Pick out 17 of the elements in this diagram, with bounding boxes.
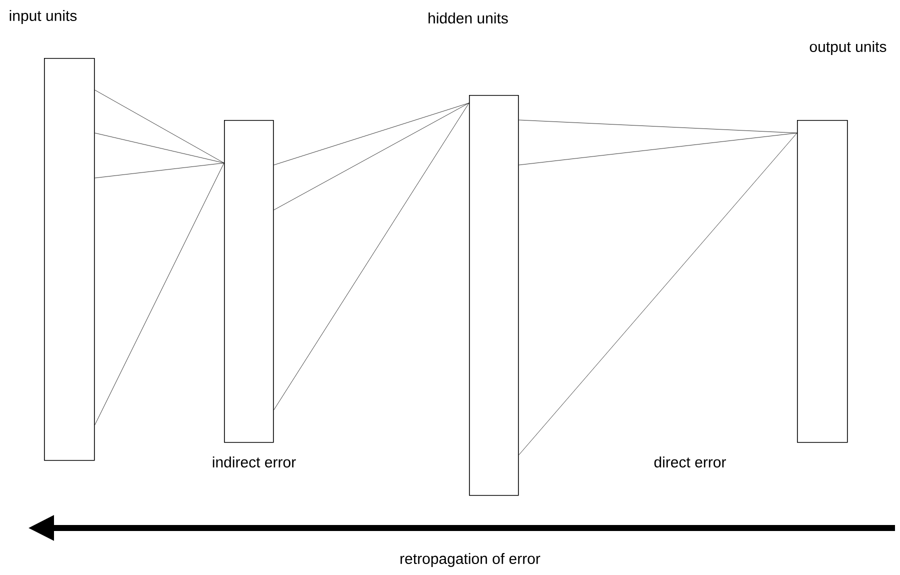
connection-line <box>518 120 798 134</box>
layer-heading: input units <box>10 10 77 24</box>
connection-line <box>274 102 470 210</box>
caption-text: indirect error <box>212 456 296 468</box>
connection-line <box>94 162 224 426</box>
connection-line <box>94 162 224 178</box>
connection-line <box>94 90 224 164</box>
connection-line <box>518 132 798 166</box>
layer-heading: hidden units <box>428 12 508 24</box>
caption-text: direct error <box>654 456 726 468</box>
connection-line <box>94 132 224 164</box>
caption-text: retropagation of error <box>400 553 540 567</box>
connection-line <box>518 132 798 456</box>
connection-line <box>274 102 470 410</box>
layer-box <box>224 120 274 443</box>
connection-line <box>274 102 470 166</box>
layer-heading: output units <box>810 41 886 55</box>
